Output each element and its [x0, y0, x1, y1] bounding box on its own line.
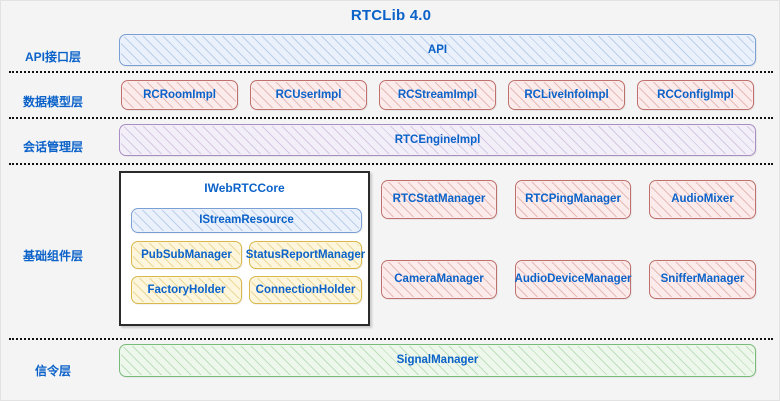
- box-cameramanager-label: CameraManager: [394, 273, 484, 286]
- box-audiodevicemanager-label: AudioDeviceManager: [514, 273, 632, 286]
- box-audiomixer[interactable]: AudioMixer: [649, 180, 756, 219]
- box-rcstreamimpl[interactable]: RCStreamImpl: [379, 80, 496, 110]
- box-rcroomimpl-label: RCRoomImpl: [143, 88, 216, 101]
- box-rcuserimpl[interactable]: RCUserImpl: [250, 80, 367, 110]
- box-rcliveinfoimpl[interactable]: RCLiveInfoImpl: [508, 80, 625, 110]
- box-rtcstatmanager-label: RTCStatManager: [392, 193, 486, 206]
- layer-label-base-components: 基础组件层: [22, 249, 83, 263]
- layer-separator-4: [9, 338, 773, 340]
- layer-separator-2: [9, 117, 773, 119]
- box-factoryholder[interactable]: FactoryHolder: [131, 276, 242, 304]
- box-rtcengineimpl-label: RTCEngineImpl: [394, 133, 481, 146]
- box-rtcpingmanager[interactable]: RTCPingManager: [515, 180, 631, 219]
- box-istreamresource[interactable]: IStreamResource: [131, 208, 362, 233]
- layer-label-data-model: 数据模型层: [22, 95, 83, 109]
- box-connectionholder-label: ConnectionHolder: [255, 283, 356, 296]
- box-audiodevicemanager[interactable]: AudioDeviceManager: [515, 260, 631, 299]
- box-rcuserimpl-label: RCUserImpl: [275, 88, 342, 101]
- box-pubsubmanager-label: PubSubManager: [141, 248, 232, 261]
- box-audiomixer-label: AudioMixer: [671, 193, 734, 206]
- box-api-label: API: [427, 43, 448, 56]
- box-sniffermanager-label: SnifferManager: [660, 273, 745, 286]
- group-iwebrtccore: IWebRTCCore IStreamResource PubSubManage…: [119, 171, 370, 326]
- layer-separator-3: [9, 163, 773, 165]
- box-rcroomimpl[interactable]: RCRoomImpl: [121, 80, 238, 110]
- box-rcconfigimpl[interactable]: RCConfigImpl: [637, 80, 754, 110]
- box-signalmanager[interactable]: SignalManager: [119, 344, 756, 377]
- layer-separator-1: [9, 71, 773, 73]
- page-title: RTCLib 4.0: [350, 7, 432, 24]
- box-cameramanager[interactable]: CameraManager: [381, 260, 497, 299]
- box-factoryholder-label: FactoryHolder: [147, 283, 226, 296]
- box-api[interactable]: API: [119, 34, 756, 66]
- box-rtcengineimpl[interactable]: RTCEngineImpl: [119, 124, 756, 156]
- box-rtcpingmanager-label: RTCPingManager: [525, 193, 621, 206]
- box-sniffermanager[interactable]: SnifferManager: [649, 260, 756, 299]
- box-istreamresource-label: IStreamResource: [199, 214, 294, 227]
- box-rcconfigimpl-label: RCConfigImpl: [657, 88, 734, 101]
- box-statusreportmanager-label: StatusReportManager: [245, 248, 366, 261]
- box-pubsubmanager[interactable]: PubSubManager: [131, 241, 242, 269]
- box-statusreportmanager[interactable]: StatusReportManager: [246, 241, 365, 269]
- layer-label-signal: 信令层: [34, 364, 71, 378]
- box-rtcstatmanager[interactable]: RTCStatManager: [381, 180, 497, 219]
- group-iwebrtccore-title: IWebRTCCore: [204, 181, 285, 195]
- box-signalmanager-label: SignalManager: [396, 354, 479, 367]
- box-rcliveinfoimpl-label: RCLiveInfoImpl: [524, 88, 609, 101]
- box-rcstreamimpl-label: RCStreamImpl: [397, 88, 478, 101]
- box-connectionholder[interactable]: ConnectionHolder: [249, 276, 362, 304]
- layer-label-api: API接口层: [24, 50, 81, 64]
- layer-label-session: 会话管理层: [22, 140, 83, 154]
